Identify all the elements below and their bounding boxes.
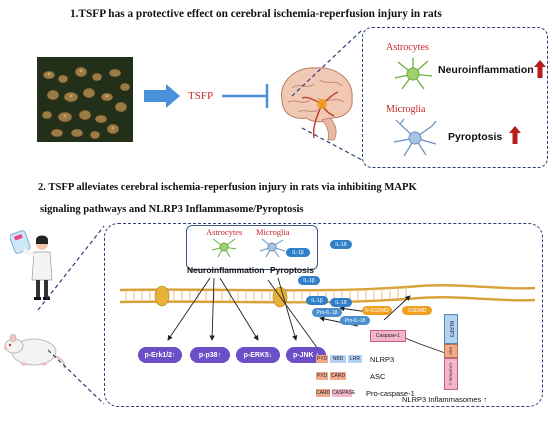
seed-photo [37, 57, 133, 142]
complex-asc: ASC [444, 344, 458, 358]
astrocytes-label-1: Astrocytes [386, 42, 429, 53]
asc-domains: PYD CARD [316, 372, 346, 380]
gsdmd-n-1: N-GSDMD [362, 306, 392, 315]
nlrp3-domains: PYD NBD LRR [316, 355, 362, 363]
cell-effects-panel [362, 27, 548, 168]
astrocyte-icon-2 [211, 238, 237, 258]
inhibition-icon [222, 84, 269, 108]
cytokine-il1b-2: IL-1β [298, 276, 320, 285]
cytokine-il1b-3: IL-1β [306, 296, 328, 305]
rat-icon [4, 333, 66, 369]
cytokine-pro-il1b: Pro-IL-1β [312, 308, 342, 317]
cell-box [186, 225, 318, 270]
neuroinflammation-label-2: Neuroinflammation [187, 265, 265, 275]
astrocyte-icon [394, 58, 433, 90]
section2-title-line2: signaling pathways and NLRP3 Inflammasom… [40, 204, 304, 215]
procaspase-label: Pro-caspase-1 [366, 389, 415, 398]
pill-p38: p-p38↑ [190, 347, 230, 363]
cytokine-il18-1: IL-18 [330, 240, 352, 249]
scientist-icon [10, 230, 53, 300]
pill-erk12: p-Erk1/2↑ [138, 347, 182, 363]
microglia-icon-2 [259, 238, 286, 258]
caspase1-box: Caspase-1 [370, 330, 406, 342]
complex-caspase: CASPASE-1 [444, 358, 458, 390]
astrocytes-label-2: Astrocytes [206, 227, 243, 237]
pyroptosis-label-2: Pyroptosis [270, 265, 314, 275]
section2-title-line1: 2. TSFP alleviates cerebral ischemia-rep… [38, 182, 417, 193]
section2-title: 2. TSFP alleviates cerebral ischemia-rep… [38, 177, 417, 221]
inflammasome-complex: NLRP3 ASC CASPASE-1 [444, 314, 458, 390]
pyroptosis-label-1: Pyroptosis [448, 131, 503, 143]
process-arrow-icon [144, 84, 180, 108]
cytokine-il18-3: IL-18 [330, 298, 352, 307]
microglia-label-2: Microglia [256, 227, 290, 237]
gsdmd-full: GSDMD [402, 306, 432, 315]
inflammasome-label: NLRP3 Inflammasomes ↑ [402, 395, 488, 404]
increase-arrow-icon-2 [509, 126, 521, 144]
complex-nlrp3: NLRP3 [444, 314, 458, 344]
procaspase-domains: CARD CASPASE [316, 389, 356, 397]
asc-label: ASC [370, 372, 386, 381]
microglia-icon [393, 118, 437, 157]
mechanism-panel [104, 223, 543, 407]
drug-label: TSFP [188, 90, 214, 102]
microglia-label-1: Microglia [386, 104, 426, 115]
cytokine-il1b-1: IL-1β [286, 248, 310, 257]
neuroinflammation-label-1: Neuroinflammation [438, 64, 534, 76]
nlrp3-label: NLRP3 [370, 355, 395, 364]
pill-erk5: p-ERK5↓ [236, 347, 280, 363]
increase-arrow-icon [534, 60, 546, 78]
brain-icon [280, 67, 353, 141]
cytokine-pro-il18: Pro-IL-18 [340, 316, 370, 325]
section1-title: 1.TSFP has a protective effect on cerebr… [70, 8, 442, 20]
caspase1-label: Caspase-1 [375, 333, 401, 339]
